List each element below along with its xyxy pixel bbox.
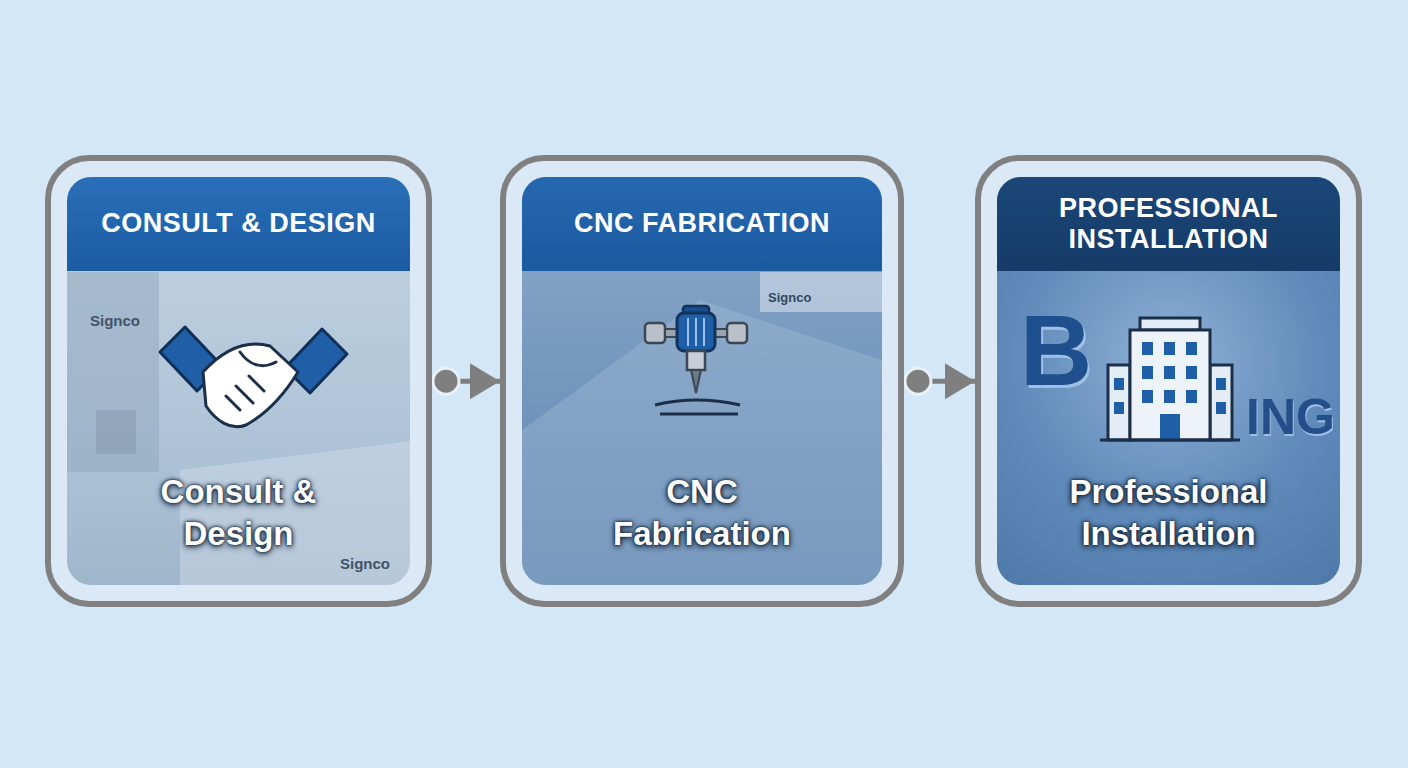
brand-watermark: Signco [340, 556, 390, 571]
step-heading: PROFESSIONAL INSTALLATION [1011, 193, 1326, 255]
header-band: PROFESSIONAL INSTALLATION [997, 177, 1340, 271]
step-label: CNC Fabrication [582, 471, 822, 555]
step-label: Professional Installation [1049, 471, 1289, 555]
step-heading: CONSULT & DESIGN [101, 208, 376, 239]
step-label: Consult & Design [119, 471, 359, 555]
brand-watermark: Signco [90, 313, 140, 328]
connector-dot [433, 368, 459, 394]
panel-card: CNC FABRICATION CNC Fabrication [522, 177, 882, 585]
sign-letters: ING [1246, 392, 1335, 442]
panel-card: CONSULT & DESIGN Consult & Design [67, 177, 410, 585]
process-panel: CONSULT & DESIGN Consult & Design [45, 155, 432, 607]
sign-letters: B [1020, 300, 1092, 400]
brand-watermark: Signco [768, 291, 811, 304]
flow-connector-group [905, 368, 975, 394]
header-band: CONSULT & DESIGN [67, 177, 410, 271]
step-heading: CNC FABRICATION [574, 208, 830, 239]
process-panel: CNC FABRICATION CNC Fabrication [500, 155, 904, 607]
flow-connector-group [433, 368, 500, 394]
connector-dot [905, 368, 931, 394]
header-band: CNC FABRICATION [522, 177, 882, 271]
